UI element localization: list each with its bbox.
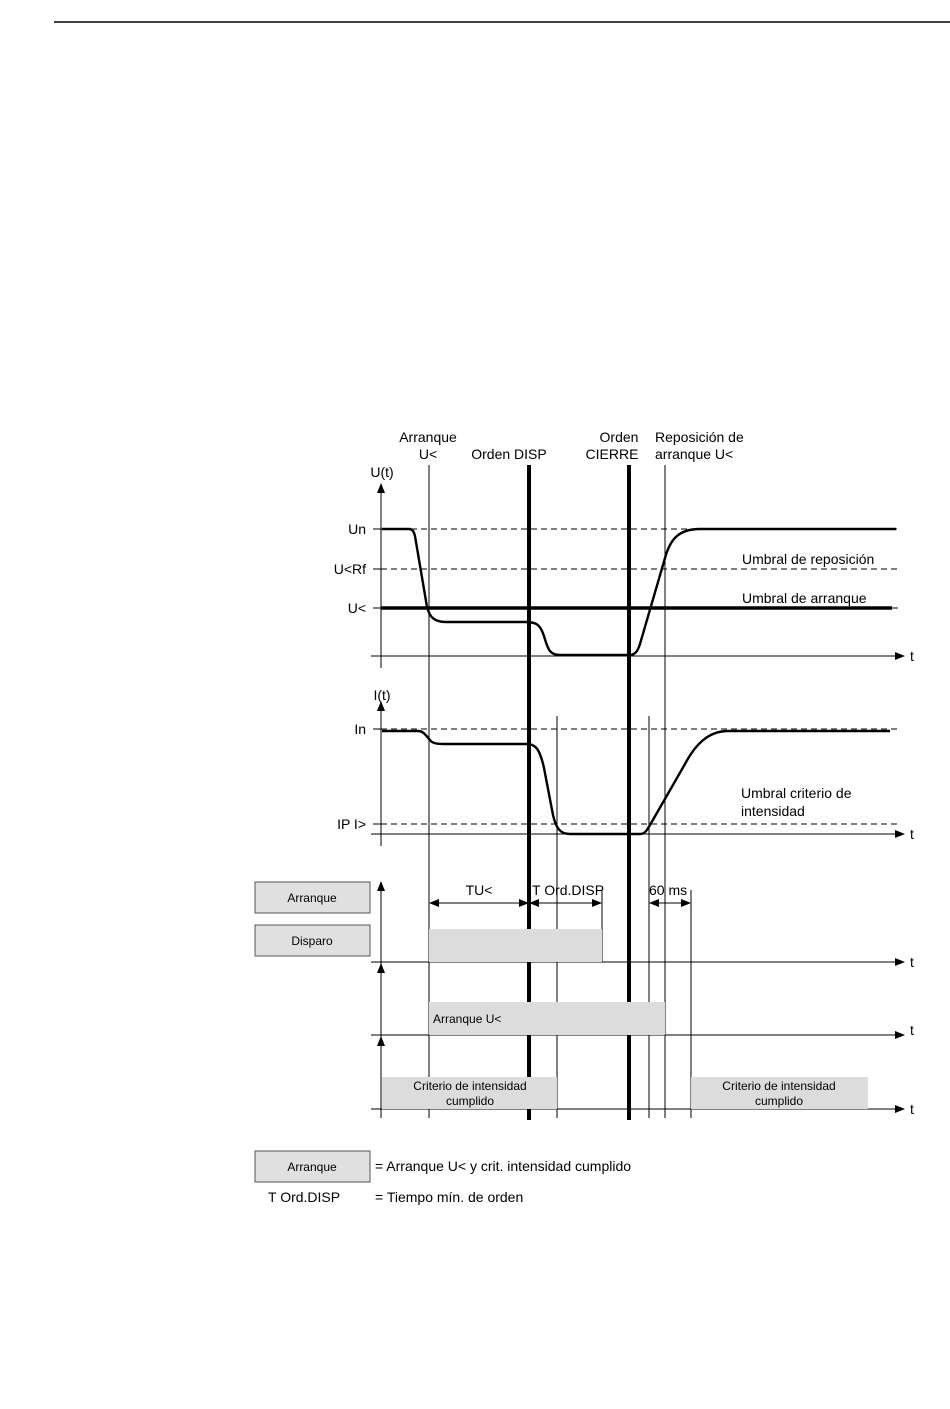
pickup-signal-shade — [429, 1002, 665, 1035]
tu-label: TU< — [466, 882, 493, 898]
current-x-label: t — [910, 826, 914, 842]
pickup-box — [254, 881, 371, 914]
marker-pickup-line2: U< — [419, 446, 437, 462]
marker-pickup-line1: Arranque — [399, 429, 457, 445]
marker-reset-line2: arranque U< — [655, 446, 733, 462]
legend-term: T Ord.DISP — [268, 1189, 340, 1205]
current-threshold-line2: intensidad — [741, 803, 805, 819]
criterion-left-line1: Criterio de intensidad — [413, 1079, 526, 1093]
criterion-shade-left — [382, 1077, 557, 1109]
marker-close-line2: CIERRE — [586, 446, 639, 462]
pickup-box-label: Arranque — [287, 891, 337, 905]
current-threshold-line1: Umbral criterio de — [741, 785, 852, 801]
pickup-signal-label: Arranque U< — [433, 1012, 501, 1026]
voltage-x-label: t — [910, 648, 914, 664]
voltage-y-label: U(t) — [370, 464, 393, 480]
legend-box-label: Arranque — [287, 1160, 337, 1174]
t-ord-label: T Ord.DISP — [532, 882, 604, 898]
criterion-right-line1: Criterio de intensidad — [722, 1079, 835, 1093]
row1-t: t — [910, 954, 914, 970]
current-curve — [382, 729, 890, 836]
legend-term-text: = Tiempo mín. de orden — [375, 1189, 523, 1205]
row3-t: t — [910, 1101, 914, 1117]
marker-trip-order: Orden DISP — [471, 446, 546, 462]
marker-close-line1: Orden — [600, 429, 639, 445]
level-urf: U<Rf — [334, 561, 366, 577]
marker-reset-line1: Reposición de — [655, 429, 744, 445]
level-in: In — [354, 721, 366, 737]
voltage-curve — [382, 527, 896, 657]
criterion-left-line2: cumplido — [446, 1094, 494, 1108]
row2-t: t — [910, 1022, 914, 1038]
level-ip: IP I> — [337, 816, 366, 832]
level-u-lt: U< — [348, 600, 366, 616]
pickup-threshold-label: Umbral de arranque — [742, 590, 867, 606]
trip-box-label: Disparo — [291, 934, 333, 948]
current-y-label: I(t) — [373, 687, 390, 703]
trip-shade — [429, 929, 602, 962]
legend-box — [254, 1150, 371, 1183]
legend-box-text: = Arranque U< y crit. intensidad cumplid… — [375, 1158, 631, 1174]
trip-box — [254, 924, 371, 957]
level-un: Un — [348, 521, 366, 537]
criterion-shade-right — [691, 1077, 868, 1109]
criterion-right-line2: cumplido — [755, 1094, 803, 1108]
ms60-label: 60 ms — [649, 882, 687, 898]
reset-threshold-label: Umbral de reposición — [742, 551, 874, 567]
